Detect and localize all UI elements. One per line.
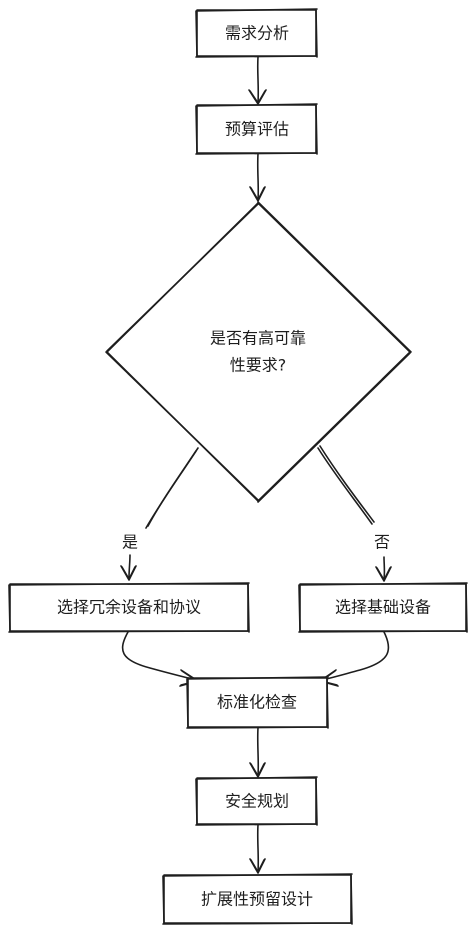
node-expansion-design: 扩展性预留设计 xyxy=(162,873,353,925)
arrow-budget-to-decision xyxy=(249,153,266,202)
node-security-planning: 安全规划 xyxy=(195,776,318,826)
arrow-basic-to-standardize xyxy=(319,631,390,687)
node-requirements-analysis-label: 需求分析 xyxy=(225,24,289,43)
arrow-standardize-to-security xyxy=(249,727,266,778)
node-security-planning-label: 安全规划 xyxy=(225,792,289,811)
decision-label-line1: 是否有高可靠 xyxy=(210,329,306,348)
decision-label-line2: 性要求? xyxy=(230,356,287,375)
decision-high-reliability: 是否有高可靠 性要求? xyxy=(105,201,412,503)
node-standardization-check-label: 标准化检查 xyxy=(217,693,297,712)
edge-yes: 是 xyxy=(120,447,199,581)
arrow-redundant-to-standardize xyxy=(121,631,199,687)
node-standardization-check: 标准化检查 xyxy=(186,676,329,729)
edge-yes-label: 是 xyxy=(122,533,138,552)
node-basic-equipment-label: 选择基础设备 xyxy=(335,598,431,617)
arrow-requirements-to-budget xyxy=(248,56,267,105)
edge-no-label: 否 xyxy=(374,533,390,552)
node-budget-assessment: 预算评估 xyxy=(195,103,318,155)
arrow-security-to-expansion xyxy=(249,824,266,874)
node-redundant-equipment-label: 选择冗余设备和协议 xyxy=(57,598,201,617)
node-basic-equipment: 选择基础设备 xyxy=(298,582,468,633)
node-budget-assessment-label: 预算评估 xyxy=(225,120,289,139)
node-redundant-equipment: 选择冗余设备和协议 xyxy=(8,582,250,633)
node-requirements-analysis: 需求分析 xyxy=(195,8,318,58)
edge-no: 否 xyxy=(317,445,392,582)
node-expansion-design-label: 扩展性预留设计 xyxy=(201,890,313,909)
